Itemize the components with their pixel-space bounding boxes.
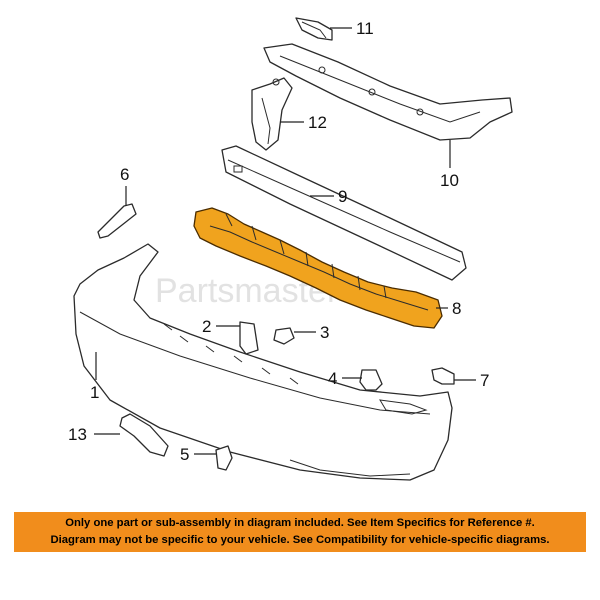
part-10-reinforcement xyxy=(263,43,513,141)
part-4-clip xyxy=(359,369,383,391)
part-7-bracket xyxy=(431,367,455,385)
part-5-clip xyxy=(215,445,233,471)
part-12-bracket xyxy=(251,77,293,151)
callout-12: 12 xyxy=(308,113,327,132)
leader-lines xyxy=(94,27,476,455)
part-6-strip xyxy=(97,203,137,239)
part-9-absorber xyxy=(221,145,467,281)
part-13-support xyxy=(119,413,169,457)
callout-1: 1 xyxy=(90,383,99,402)
callout-11: 11 xyxy=(356,19,374,38)
callout-7: 7 xyxy=(480,371,489,390)
part-11-bracket xyxy=(295,17,333,41)
callout-13: 13 xyxy=(68,425,87,444)
callout-5: 5 xyxy=(180,445,189,464)
part-1-bumper-cover xyxy=(73,243,453,481)
callout-4: 4 xyxy=(328,369,337,388)
callout-2: 2 xyxy=(202,317,211,336)
disclaimer-line-2: Diagram may not be specific to your vehi… xyxy=(50,534,550,546)
callout-10: 10 xyxy=(440,171,459,190)
part-2-retainer xyxy=(239,321,259,355)
callout-8: 8 xyxy=(452,299,461,318)
disclaimer-banner: Only one part or sub-assembly in diagram… xyxy=(14,512,586,552)
callout-6: 6 xyxy=(120,165,129,184)
part-8-impact-absorber xyxy=(193,207,443,329)
callout-9: 9 xyxy=(338,187,347,206)
disclaimer-line-1: Only one part or sub-assembly in diagram… xyxy=(65,517,535,529)
part-3-clip xyxy=(273,327,295,345)
callout-3: 3 xyxy=(320,323,329,342)
